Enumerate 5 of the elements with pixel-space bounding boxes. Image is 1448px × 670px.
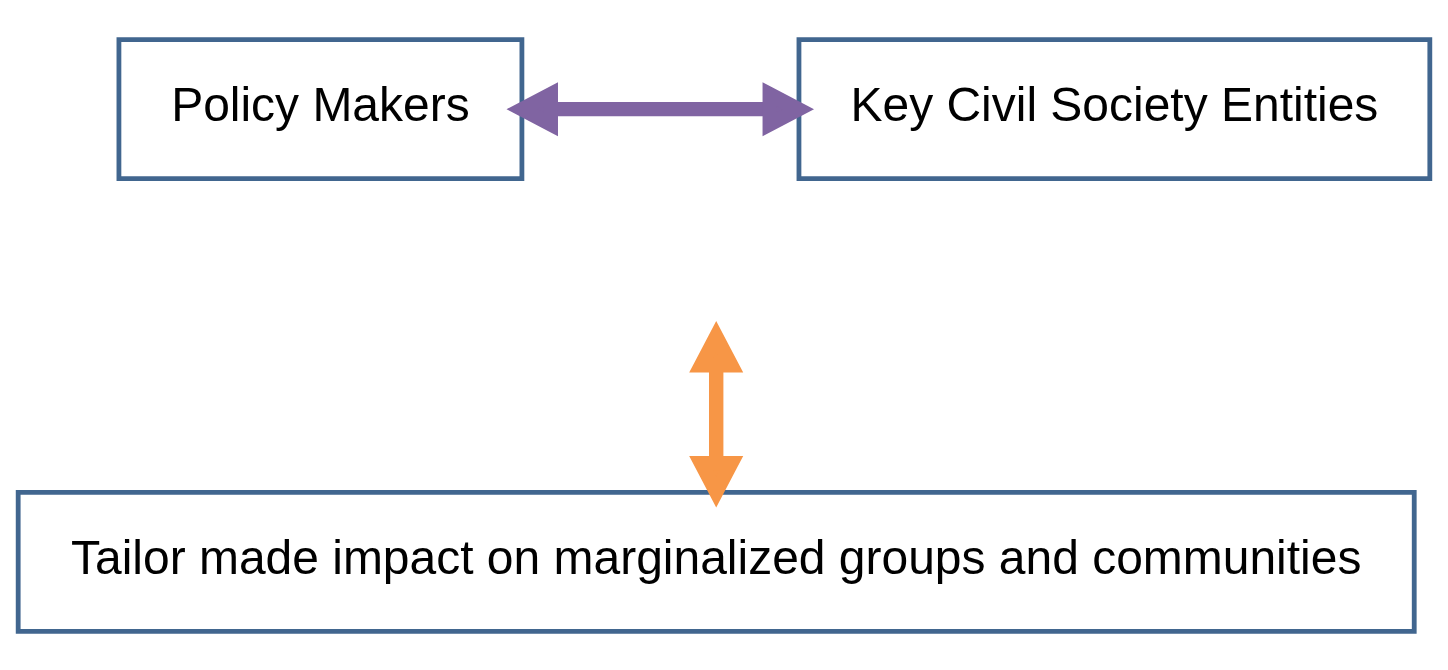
- arrow: [689, 320, 744, 507]
- node-box: Tailor made impact on marginalized groups and communities: [15, 489, 1417, 634]
- node-box: Policy Makers: [116, 36, 525, 181]
- arrow: [506, 81, 814, 136]
- node-box: Key Civil Society Entities: [796, 36, 1433, 181]
